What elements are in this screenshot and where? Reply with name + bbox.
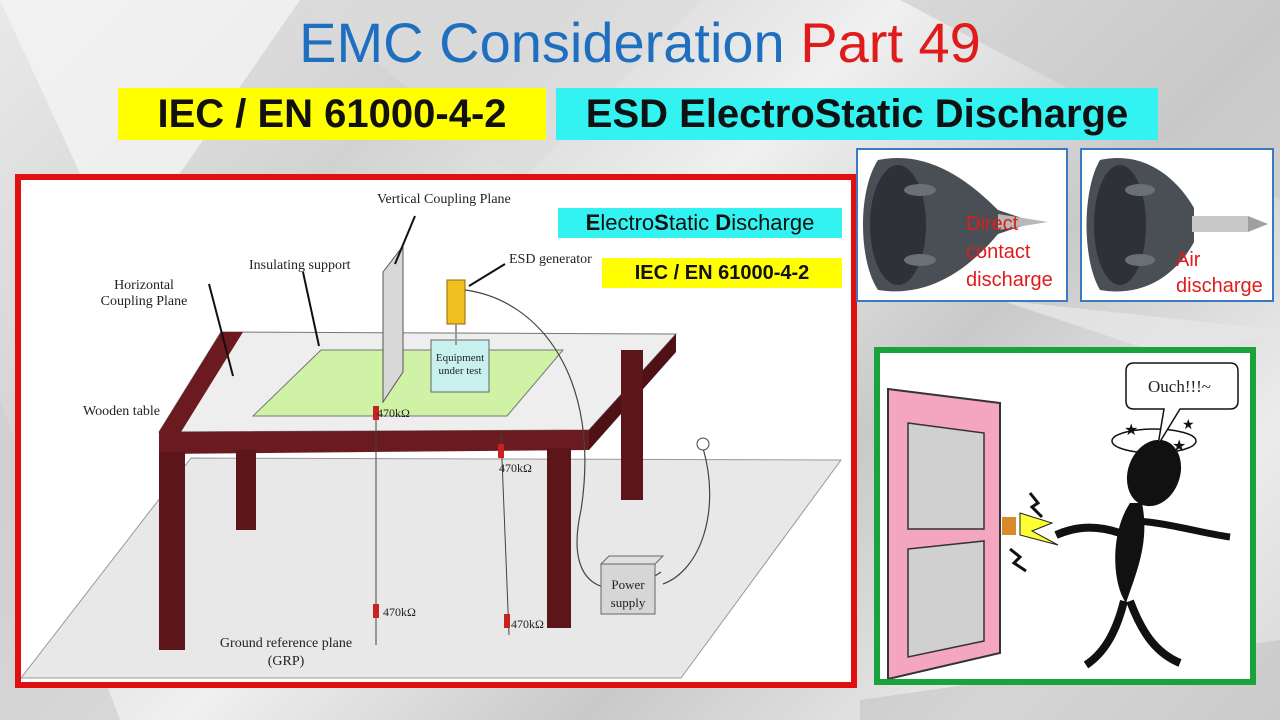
vertical-coupling-plane [382, 244, 404, 404]
tag-iec-standard: IEC / EN 61000-4-2 [602, 258, 842, 288]
label-eut-2: under test [438, 365, 482, 377]
esd-generator-body [446, 279, 466, 325]
label-eut-1: Equipment [435, 352, 485, 364]
label-resistor-4: 470kΩ [511, 617, 544, 631]
title-part: Part 49 [800, 11, 981, 74]
air-label-2: discharge [1176, 275, 1263, 297]
label-horizontal-1: Horizontal [114, 278, 174, 293]
equipment-under-test [430, 339, 490, 393]
person-head [1126, 439, 1182, 507]
label-grp-2: (GRP) [267, 654, 305, 669]
svg-text:★: ★ [1182, 416, 1195, 432]
table-leg-front-left [159, 452, 185, 650]
table-leg-back-left [236, 450, 256, 530]
label-resistor-2: 470kΩ [499, 461, 532, 475]
speech-text: Ouch!!!~ [1148, 377, 1212, 396]
label-wooden-table: Wooden table [83, 404, 161, 419]
tag-electrostatic-discharge: ElectroStatic Discharge [558, 208, 842, 238]
label-resistor-1: 470kΩ [377, 406, 410, 420]
label-esd-generator: ESD generator [509, 252, 592, 267]
esd-shock-cartoon: ★ ★ ★ Ouch!!!~ [874, 347, 1256, 685]
table-leg-front-right [547, 448, 571, 628]
table-leg-back-right [621, 350, 643, 500]
svg-text:★: ★ [1124, 422, 1138, 439]
esd-test-setup-diagram: Vertical Coupling Plane Insulating suppo… [15, 174, 857, 688]
table-front-rail [159, 430, 589, 454]
label-power-1: Power [611, 577, 645, 592]
air-label-1: Air [1176, 249, 1201, 271]
contact-label-3: discharge [966, 269, 1053, 291]
contact-label-2: contact [966, 241, 1031, 263]
photo-contact-discharge-tip: Direct contact discharge [856, 148, 1068, 302]
ground-reference-plane [21, 457, 842, 679]
power-supply-box [600, 563, 656, 615]
door-knob [1002, 517, 1016, 535]
label-power-2: supply [610, 595, 646, 610]
page-title: EMC Consideration Part 49 [0, 10, 1280, 76]
svg-text:★: ★ [1172, 438, 1186, 455]
cartoon-drawing: ★ ★ ★ [887, 362, 1239, 679]
label-insulating-support: Insulating support [249, 258, 351, 273]
contact-tip-image [863, 158, 1048, 292]
contact-label-1: Direct [966, 213, 1019, 235]
label-resistor-3: 470kΩ [383, 605, 416, 619]
speech-bubble [1125, 362, 1239, 446]
subtitle-standard: IEC / EN 61000-4-2 [118, 88, 546, 140]
test-setup-drawing [21, 215, 842, 679]
subtitle-esd: ESD ElectroStatic Discharge [556, 88, 1158, 140]
label-horizontal-2: Coupling Plane [100, 294, 188, 309]
label-grp-1: Ground reference plane [219, 636, 353, 651]
photo-air-discharge-tip: Air discharge [1080, 148, 1274, 302]
air-tip-image [1086, 158, 1268, 292]
table-left-rail [159, 332, 243, 432]
label-vertical-coupling-plane: Vertical Coupling Plane [377, 192, 511, 207]
title-main: EMC Consideration [299, 11, 785, 74]
